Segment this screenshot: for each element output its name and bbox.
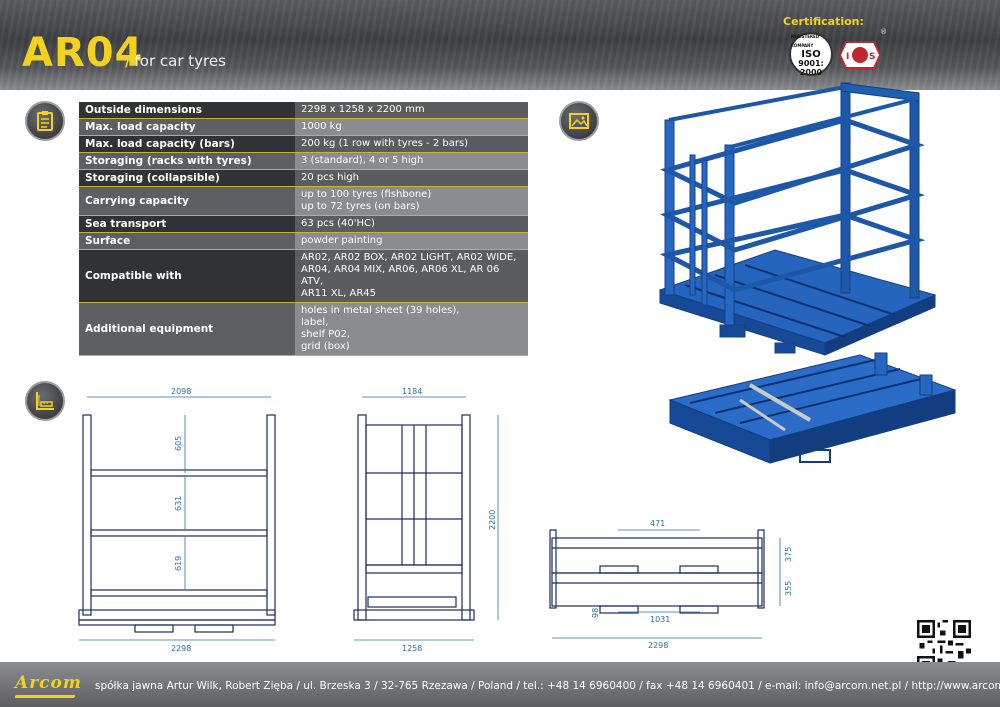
side-elevation-drawing: 1184 1258 2200	[353, 387, 499, 653]
iso-ring-text: REGISTERED COMPANY	[791, 33, 820, 48]
spec-label: Storaging (racks with tyres)	[79, 152, 295, 170]
spec-row: Storaging (racks with tyres) 3 (standard)…	[79, 152, 528, 170]
iso-main-text: ISO	[801, 48, 821, 60]
company-contact-info: spółka jawna Artur Wilk, Robert Zięba / …	[95, 680, 1000, 692]
spec-value-line: up to 100 tyres (fishbone)	[301, 189, 432, 200]
subtitle-text: for car tyres	[134, 52, 226, 70]
spec-value-line: 3 (standard), 4 or 5 high	[301, 155, 424, 166]
specification-table: Outside dimensions 2298 x 1258 x 2200 mm M…	[79, 102, 528, 356]
dimension-label: 605	[174, 436, 183, 451]
spec-value-line: 2298 x 1258 x 2200 mm	[301, 104, 425, 115]
spec-row: Surface powder painting	[79, 232, 528, 250]
spec-value-line: powder painting	[301, 235, 383, 246]
dimension-label: 98	[591, 608, 600, 618]
svg-text:I: I	[846, 52, 849, 62]
dimension-label: 1031	[650, 615, 670, 624]
spec-value-line: up to 72 tyres (on bars)	[301, 201, 420, 212]
spec-value-line: shelf P02,	[301, 329, 351, 340]
rack-upright-render	[658, 82, 937, 356]
folded-rack-drawing: 471 1031 2298 375 355 98	[549, 519, 793, 650]
dimension-label: 2298	[171, 644, 191, 653]
spec-value: 200 kg (1 row with tyres - 2 bars)	[295, 135, 528, 153]
spec-value: powder painting	[295, 232, 528, 250]
spec-value: 63 pcs (40'HC)	[295, 215, 528, 233]
header-band: AR04 /for car tyres Certification: REGIS…	[0, 0, 1000, 90]
spec-value-line: AR02, AR02 BOX, AR02 LIGHT, AR02 WIDE,	[301, 252, 517, 263]
spec-value-line: 20 pcs high	[301, 172, 359, 183]
spec-value: holes in metal sheet (39 holes),label,sh…	[295, 302, 528, 356]
spec-row: Max. load capacity 1000 kg	[79, 118, 528, 136]
dimension-label: 631	[174, 496, 183, 511]
dimension-label: 471	[650, 519, 665, 528]
dimension-label: 2298	[648, 641, 668, 650]
spec-label: Compatible with	[79, 249, 295, 303]
image-icon	[559, 101, 599, 141]
spec-value: 3 (standard), 4 or 5 high	[295, 152, 528, 170]
spec-value: 2298 x 1258 x 2200 mm	[295, 102, 528, 119]
spec-label: Surface	[79, 232, 295, 250]
spec-row: Outside dimensions 2298 x 1258 x 2200 mm	[79, 102, 528, 119]
spec-value-line: 1000 kg	[301, 121, 342, 132]
spec-label: Sea transport	[79, 215, 295, 233]
spec-label: Max. load capacity (bars)	[79, 135, 295, 153]
spec-row: Max. load capacity (bars) 200 kg (1 row w…	[79, 135, 528, 153]
iso-year-text: 2000	[799, 67, 823, 77]
footer-band	[0, 662, 1000, 707]
spec-label: Outside dimensions	[79, 102, 295, 119]
dimension-label: 1258	[402, 644, 422, 653]
spec-value-line: 200 kg (1 row with tyres - 2 bars)	[301, 138, 469, 149]
model-title: AR04	[22, 30, 144, 76]
spec-value: 20 pcs high	[295, 169, 528, 187]
rack-folded-render	[668, 352, 957, 464]
spec-value: 1000 kg	[295, 118, 528, 136]
iso-certificate-seal: REGISTERED COMPANY ISO 9001: 2000	[789, 32, 833, 77]
dimension-label: 619	[174, 556, 183, 571]
arcom-logo[interactable]: Arcom	[15, 673, 82, 693]
dimension-label: 1184	[402, 387, 422, 396]
iso-standard-text: 9001:	[798, 58, 824, 68]
dimension-label: 2098	[171, 387, 191, 396]
spec-value-line: AR04, AR04 MIX, AR06, AR06 XL, AR 06 ATV…	[301, 264, 500, 287]
spec-label: Max. load capacity	[79, 118, 295, 136]
spec-value: up to 100 tyres (fishbone)up to 72 tyres…	[295, 186, 528, 216]
registered-mark: ®	[880, 28, 887, 36]
spec-value-line: grid (box)	[301, 341, 350, 352]
front-elevation-drawing: 2098 2298 605 631 619	[78, 387, 276, 653]
spec-value-line: label,	[301, 317, 329, 328]
dimension-label: 355	[784, 581, 793, 596]
dimension-label: 375	[784, 547, 793, 562]
ics-certificate-logo: I S	[840, 41, 880, 69]
model-subtitle: /for car tyres	[125, 52, 226, 70]
spec-value-line: holes in metal sheet (39 holes),	[301, 305, 460, 316]
spec-label: Carrying capacity	[79, 186, 295, 216]
spec-value-line: 63 pcs (40'HC)	[301, 218, 375, 229]
dimension-label: 2200	[488, 510, 497, 530]
spec-label: Additional equipment	[79, 302, 295, 356]
spec-row: Storaging (collapsible) 20 pcs high	[79, 169, 528, 187]
ruler-icon	[25, 381, 65, 421]
spec-value: AR02, AR02 BOX, AR02 LIGHT, AR02 WIDE,AR…	[295, 249, 528, 303]
spec-row: Sea transport 63 pcs (40'HC)	[79, 215, 528, 233]
spec-label: Storaging (collapsible)	[79, 169, 295, 187]
svg-text:S: S	[869, 52, 875, 62]
certification-label: Certification:	[783, 15, 864, 28]
spec-value-line: AR11 XL, AR45	[301, 288, 376, 299]
clipboard-icon	[25, 101, 65, 141]
